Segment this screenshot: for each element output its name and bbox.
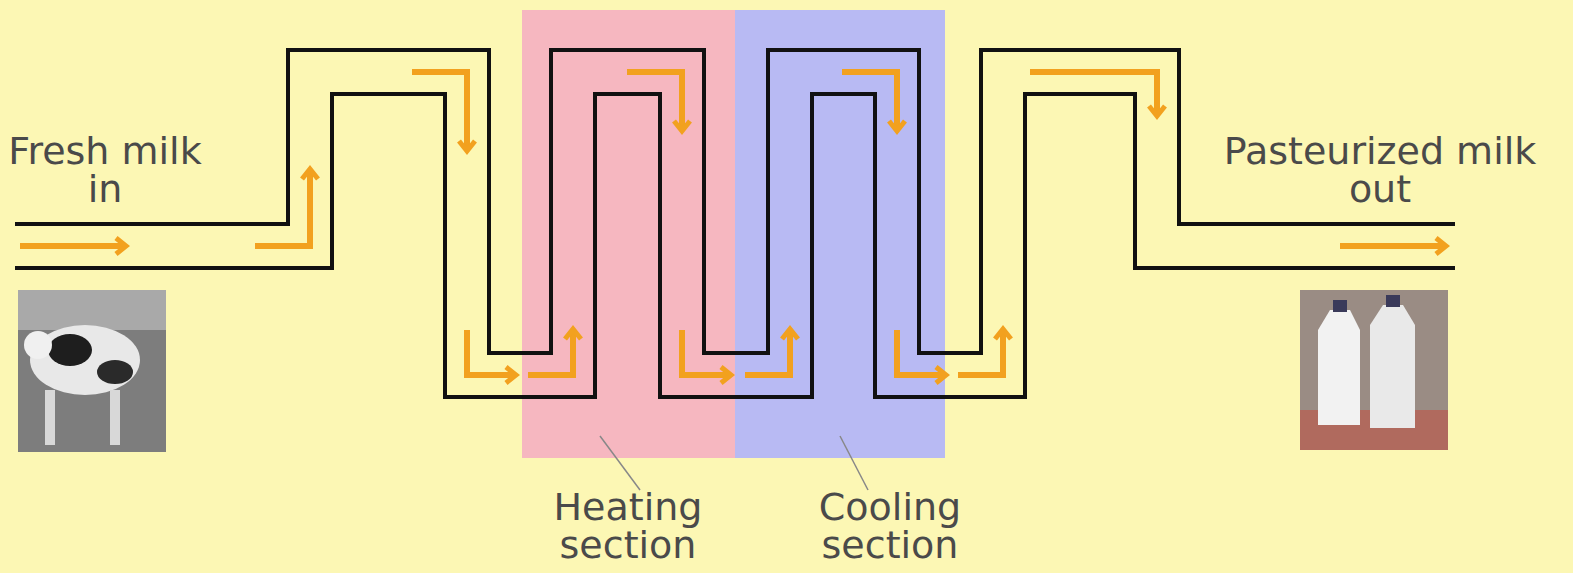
leader-line	[600, 436, 640, 490]
pipe-wall	[15, 72, 1455, 375]
leader-line	[840, 436, 868, 490]
flow-arrow	[1030, 72, 1157, 115]
flow-arrow	[682, 330, 730, 375]
flow-arrow	[528, 330, 573, 375]
flow-arrow	[627, 72, 682, 130]
flow-label: Fresh milk in	[5, 132, 205, 208]
flow-arrow	[745, 330, 790, 375]
flow-arrow	[958, 330, 1003, 375]
milk-bottles-photo	[1300, 290, 1448, 450]
flow-arrow	[467, 330, 515, 375]
flow-arrow	[255, 170, 310, 246]
flow-arrow	[897, 330, 945, 375]
section-label: Cooling section	[770, 488, 1010, 564]
flow-arrow	[842, 72, 897, 130]
flow-label: Pasteurized milk out	[1215, 132, 1545, 208]
section-band: Cooling section	[735, 10, 945, 458]
section-band: Heating section	[522, 10, 735, 458]
cow-photo	[18, 290, 166, 452]
flow-arrow	[20, 243, 125, 249]
flow-arrow	[1340, 243, 1445, 249]
section-label: Heating section	[508, 488, 748, 564]
flow-arrow	[412, 72, 467, 150]
